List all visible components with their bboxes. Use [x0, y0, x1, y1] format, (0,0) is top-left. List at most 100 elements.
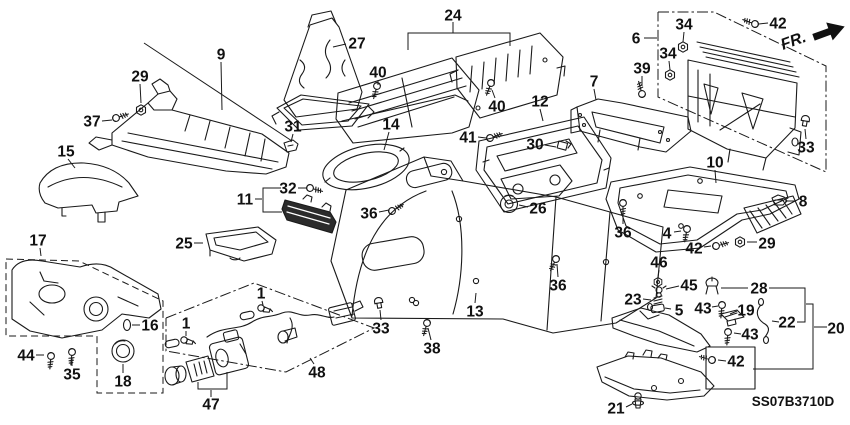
leader-line — [668, 60, 671, 71]
leader-line — [383, 131, 390, 151]
part-label-35: 35 — [63, 367, 81, 384]
part-visor-lower — [596, 349, 715, 409]
part-label-9: 9 — [217, 47, 226, 64]
part-label-7: 7 — [590, 74, 599, 91]
part-label-42: 42 — [727, 354, 744, 371]
group-line — [197, 372, 228, 390]
part-label-34: 34 — [659, 46, 677, 63]
screw-icon — [634, 80, 647, 99]
leader-line — [673, 230, 682, 233]
part-label-48: 48 — [308, 365, 326, 382]
fr-direction-indicator: FR. — [779, 22, 845, 54]
leader-line — [664, 307, 672, 310]
part-console-body — [330, 156, 664, 334]
screw-icon — [369, 81, 382, 100]
leader-line — [657, 269, 660, 279]
part-label-32: 32 — [279, 181, 296, 198]
part-label-29: 29 — [758, 236, 776, 253]
leader-line — [556, 263, 559, 278]
part-trim-strip — [281, 194, 337, 234]
part-instrument-visor — [11, 259, 162, 339]
part-label-15: 15 — [57, 144, 75, 161]
part-label-36: 36 — [614, 225, 632, 242]
part-label-19: 19 — [737, 303, 755, 320]
part-column-cover-lower — [38, 162, 139, 223]
leader-line — [733, 332, 742, 335]
part-label-27: 27 — [348, 36, 365, 53]
part-label-22: 22 — [778, 315, 795, 332]
leader-line — [804, 128, 807, 140]
part-label-28: 28 — [750, 281, 768, 298]
group-line — [769, 287, 806, 323]
part-label-29: 29 — [131, 69, 149, 86]
leader-line — [39, 247, 42, 257]
part-center-panel — [475, 116, 612, 213]
part-label-1: 1 — [182, 316, 191, 333]
part-label-46: 46 — [650, 255, 668, 272]
leader-line — [714, 169, 717, 184]
leader-line — [491, 89, 496, 99]
part-label-21: 21 — [607, 401, 625, 418]
part-label-18: 18 — [114, 374, 132, 391]
leader-line — [711, 305, 719, 308]
part-label-4: 4 — [663, 226, 672, 243]
part-label-33: 33 — [797, 140, 815, 157]
part-ashtray — [205, 226, 277, 262]
part-label-31: 31 — [284, 119, 302, 136]
part-label-25: 25 — [175, 236, 193, 253]
group-line — [657, 11, 827, 173]
screw-icon — [716, 300, 727, 319]
part-grommet-ring — [499, 194, 519, 214]
leader-line — [703, 245, 712, 248]
leader-line — [378, 209, 390, 213]
part-label-23: 23 — [624, 292, 642, 309]
leader-line — [67, 158, 76, 169]
part-cigarette-lighter — [164, 329, 250, 386]
leader-line — [332, 43, 347, 48]
leader-line — [474, 292, 477, 304]
part-label-36: 36 — [360, 206, 378, 223]
part-label-1: 1 — [257, 286, 266, 303]
leader-line — [477, 136, 487, 139]
leader-line — [717, 359, 727, 362]
clip-icon — [373, 296, 385, 310]
diagram-artwork — [11, 10, 811, 409]
group-line — [143, 42, 293, 142]
leader-line — [593, 88, 597, 101]
part-wire-harness — [164, 300, 364, 349]
part-center-vent — [335, 32, 566, 144]
group-line — [262, 187, 282, 213]
part-ring — [111, 318, 135, 363]
screw-icon — [546, 253, 562, 273]
group-line — [407, 32, 511, 50]
part-console-frame — [687, 41, 802, 171]
screw-icon — [711, 238, 730, 251]
part-label-20: 20 — [827, 321, 844, 338]
nut-icon — [664, 69, 676, 81]
part-label-40: 40 — [488, 99, 505, 116]
leader-line — [220, 61, 223, 111]
part-label-12: 12 — [531, 94, 548, 111]
leader-line — [139, 83, 142, 104]
part-label-26: 26 — [529, 201, 547, 218]
part-label-5: 5 — [675, 303, 684, 320]
bulb-icon — [256, 303, 274, 315]
part-label-42: 42 — [685, 241, 702, 258]
leader-line — [261, 300, 264, 306]
part-label-38: 38 — [423, 341, 441, 358]
part-label-11: 11 — [237, 192, 254, 209]
part-label-41: 41 — [459, 130, 477, 147]
grommet-icon — [122, 318, 132, 332]
leader-line — [758, 22, 769, 25]
grouping-box — [705, 346, 756, 390]
leader-line — [682, 31, 685, 43]
bulb-icon — [179, 335, 197, 347]
leader-line — [101, 119, 113, 122]
part-label-14: 14 — [382, 117, 400, 134]
leader-line — [665, 285, 680, 290]
group-line — [5, 258, 164, 394]
leader-line — [729, 310, 738, 315]
leader-line — [379, 309, 382, 321]
part-label-6: 6 — [632, 31, 641, 48]
